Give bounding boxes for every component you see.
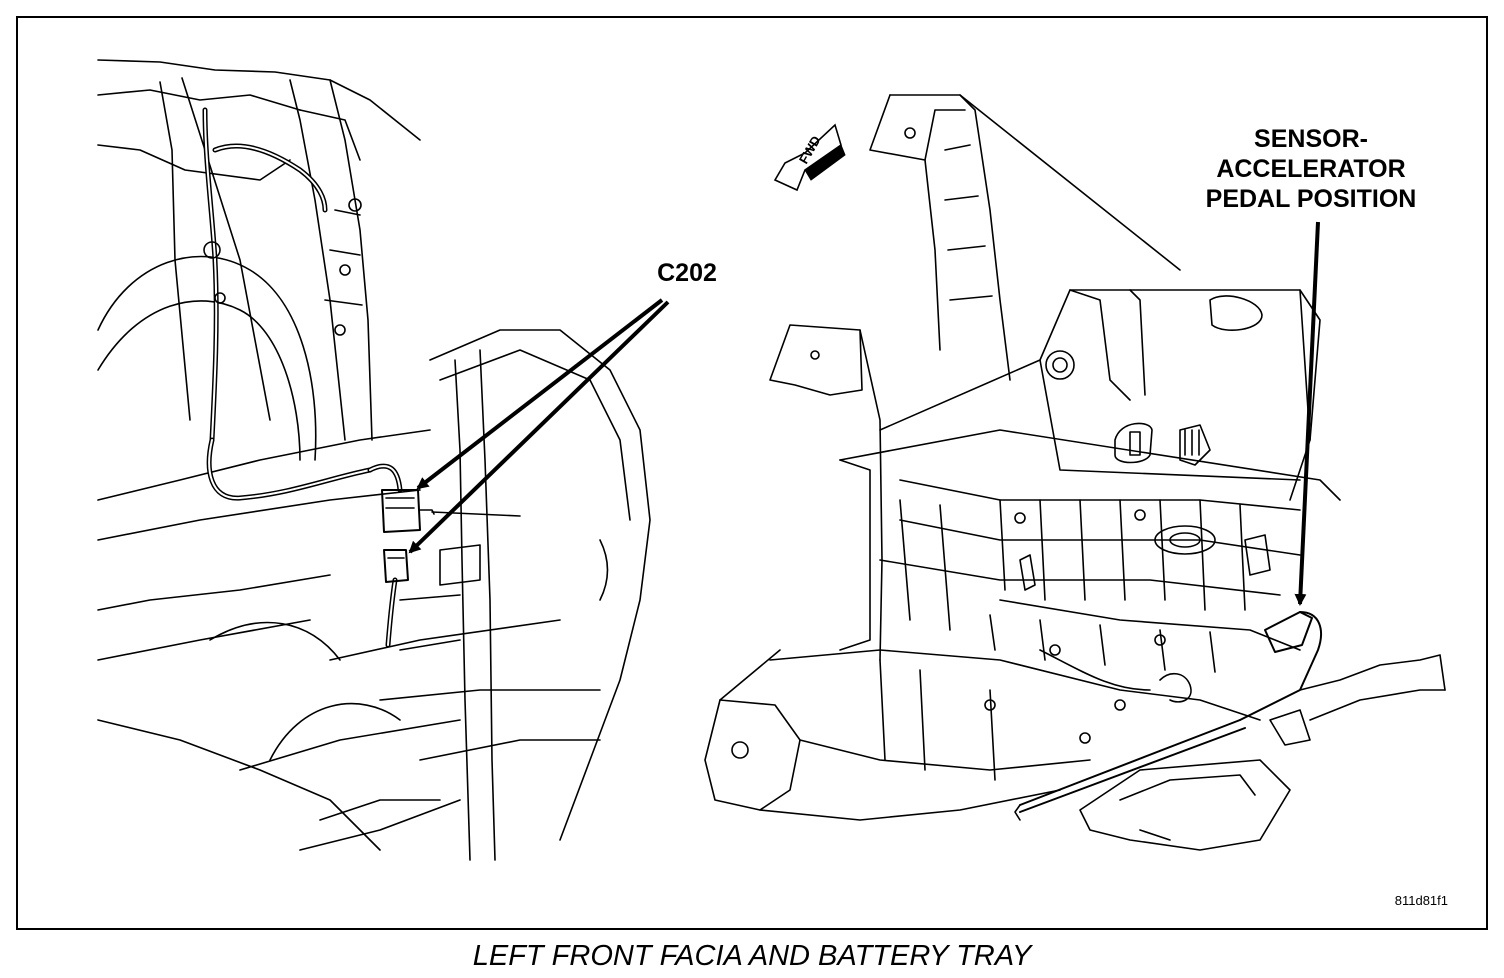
sensor-label-line1: SENSOR-: [1254, 125, 1368, 153]
battery-tray-illustration: [704, 94, 1446, 851]
c202-arrow-upper: [416, 298, 664, 490]
forward-arrow-icon: FWD: [773, 123, 846, 192]
c202-arrow-lower: [408, 300, 670, 554]
callout-leader-arrows: [408, 221, 1320, 606]
sensor-label-line3: PEDAL POSITION: [1205, 185, 1417, 213]
c202-callout: C202: [622, 258, 752, 288]
c202-label: C202: [657, 259, 717, 287]
left-facia-illustration: [97, 59, 651, 861]
figure-reference-code: 811d81f1: [1394, 893, 1448, 908]
sensor-callout: SENSOR- ACCELERATOR PEDAL POSITION: [1170, 124, 1452, 214]
sensor-arrow: [1294, 221, 1320, 606]
figure-caption: LEFT FRONT FACIA AND BATTERY TRAY: [472, 940, 1032, 972]
sensor-label-line2: ACCELERATOR: [1216, 155, 1406, 183]
